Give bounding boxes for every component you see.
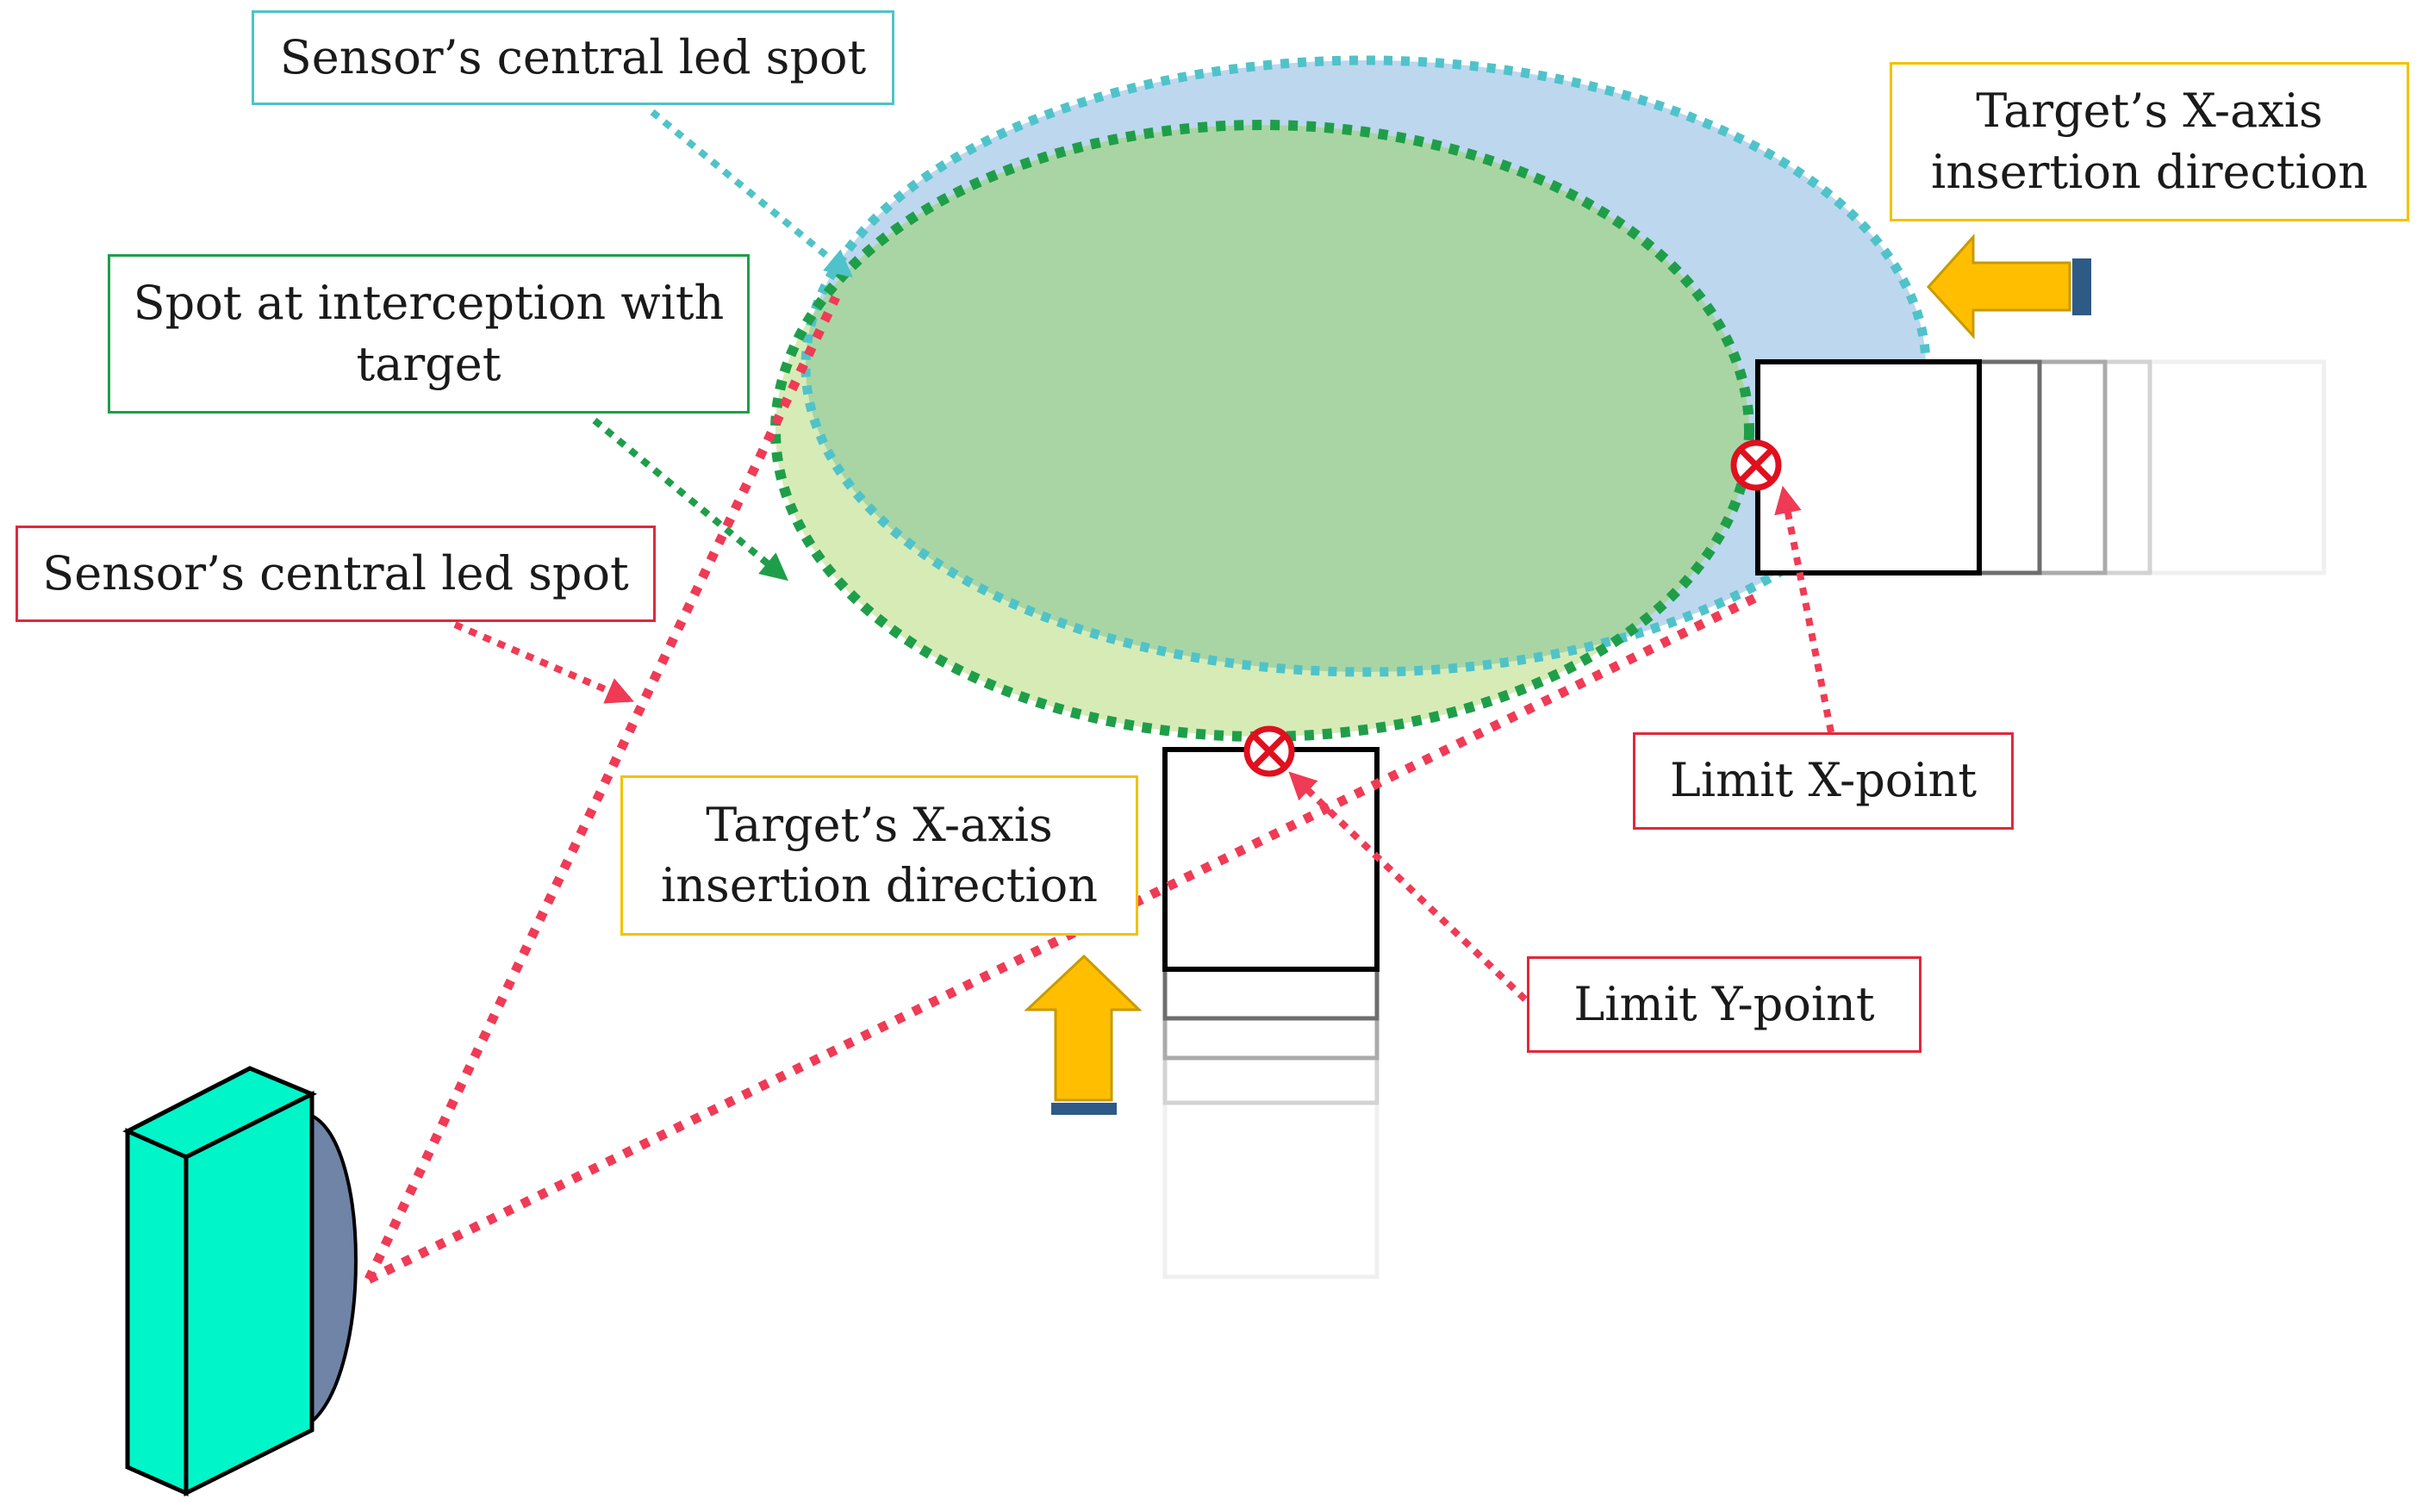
- limit-x-point-marker-icon: [1730, 439, 1782, 491]
- label-limit-y-point: Limit Y-point: [1527, 956, 1922, 1053]
- label-limit-x-point: Limit X-point: [1633, 732, 2014, 830]
- callout-leader-intercept-spot: [592, 417, 788, 582]
- label-target-x-insertion-top-line1: Target’s X-axis: [1976, 84, 2323, 139]
- callout-leader-central-spot-left: [453, 621, 634, 704]
- label-central-led-spot-left: Sensor’s central led spot: [16, 526, 656, 622]
- label-limit-x-point-text: Limit X-point: [1669, 753, 1978, 808]
- label-target-x-insertion-bottom: Target’s X-axis insertion direction: [620, 775, 1138, 936]
- callout-leader-limit-y: [1288, 771, 1528, 1002]
- sensor-beam-lower: [366, 590, 1765, 1284]
- callout-leader-limit-x: [1774, 485, 1834, 733]
- label-central-led-spot-top: Sensor’s central led spot: [252, 10, 894, 105]
- label-target-x-insertion-top: Target’s X-axis insertion direction: [1890, 62, 2409, 221]
- label-intercept-spot: Spot at interception with target: [108, 254, 750, 414]
- label-intercept-spot-line2: target: [356, 336, 501, 391]
- callout-leader-central-spot-top: [650, 109, 853, 278]
- sensor-lens: [310, 1112, 358, 1426]
- label-target-x-insertion-bottom-line1: Target’s X-axis: [706, 797, 1053, 852]
- label-target-x-insertion-top-line2: insertion direction: [1930, 144, 2369, 199]
- arrow-up-icon: [1024, 954, 1143, 1115]
- label-central-led-spot-top-text: Sensor’s central led spot: [279, 29, 867, 84]
- arrow-left-icon: [1926, 233, 2091, 339]
- label-central-led-spot-left-text: Sensor’s central led spot: [42, 545, 629, 600]
- limit-y-point-marker-icon: [1243, 725, 1295, 777]
- label-limit-y-point-text: Limit Y-point: [1573, 976, 1875, 1031]
- label-target-x-insertion-bottom-line2: insertion direction: [660, 858, 1099, 912]
- sensor-device: [122, 1066, 358, 1497]
- interception-spot-outline: [770, 120, 1754, 742]
- label-intercept-spot-line1: Spot at interception with: [133, 276, 725, 331]
